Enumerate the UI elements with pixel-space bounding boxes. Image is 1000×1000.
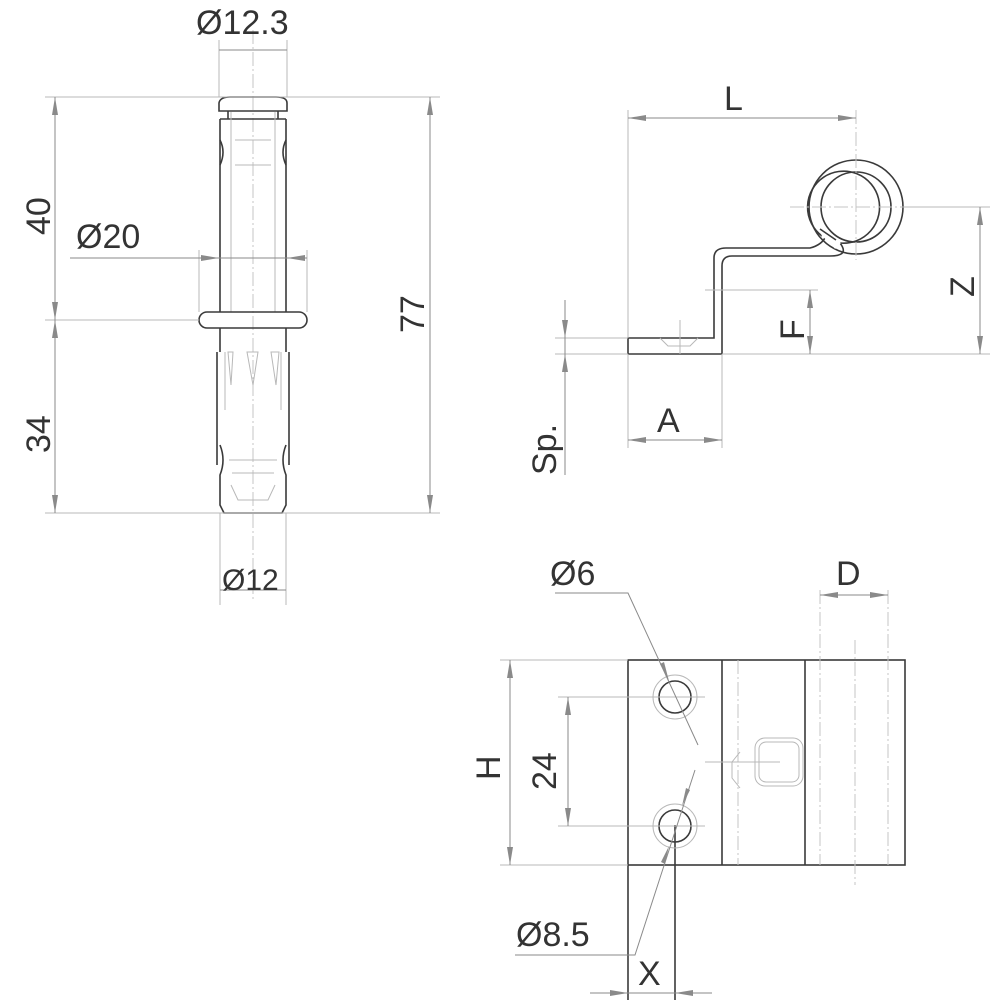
- dim-bottom-diameter: Ø12: [222, 564, 279, 597]
- dim-small-hole: Ø6: [550, 555, 595, 593]
- dim-thickness: Sp.: [526, 424, 564, 475]
- dim-collar-diameter: Ø20: [76, 218, 140, 256]
- dim-height: H: [470, 755, 508, 780]
- pin-view: Ø12.3 Ø20 Ø12 40 34 77: [20, 4, 440, 605]
- dim-height-z: Z: [944, 276, 982, 297]
- dim-length: L: [724, 80, 743, 118]
- dim-head-diameter: Ø12.3: [196, 4, 289, 42]
- dim-total-length: 77: [394, 295, 432, 333]
- dim-lower-length: 34: [20, 415, 58, 453]
- bracket-front-view: H 24 Ø6 Ø8.5 D X: [470, 555, 906, 1000]
- dim-hole-spacing: 24: [526, 752, 564, 790]
- dim-plate-a: A: [657, 402, 680, 440]
- dim-diameter-d: D: [836, 555, 861, 593]
- dim-large-hole: Ø8.5: [516, 916, 590, 954]
- dim-offset-x: X: [638, 955, 661, 993]
- dim-upper-length: 40: [20, 197, 58, 235]
- dim-offset-f: F: [774, 319, 812, 340]
- bracket-profile: [627, 235, 845, 355]
- bracket-side-view: L Z F A Sp.: [526, 80, 990, 475]
